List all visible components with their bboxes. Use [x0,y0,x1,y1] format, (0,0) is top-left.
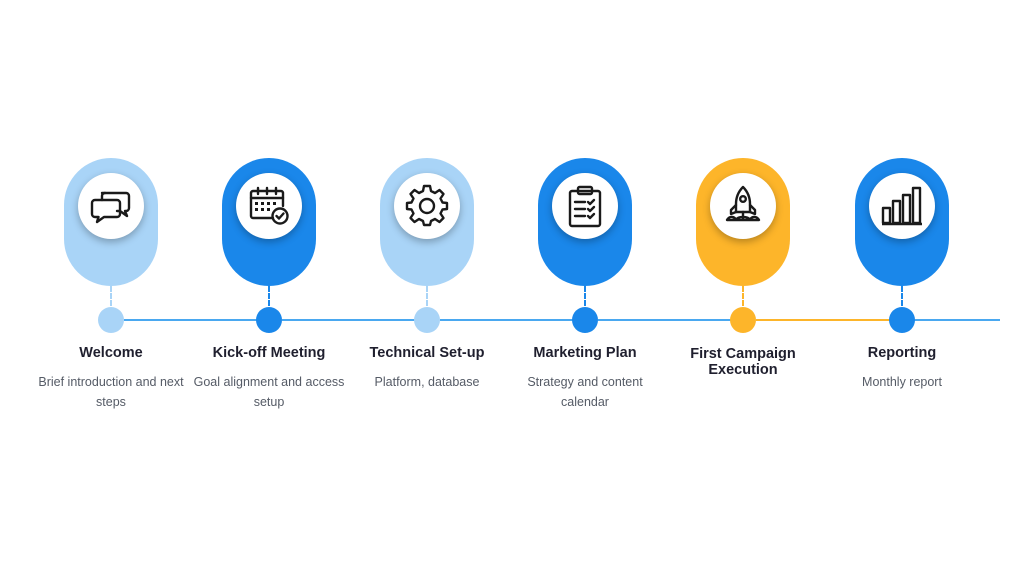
connector-line [756,319,901,321]
step-icon-badge [78,173,144,239]
step-icon-badge [552,173,618,239]
step-tick [901,286,903,306]
step-description: Strategy and content calendar [527,375,643,409]
connector-line [440,319,585,321]
step-node [256,307,282,333]
connector-line [282,319,427,321]
connector-line [598,319,743,321]
step-icon-badge [394,173,460,239]
step-description: Brief introduction and next steps [38,375,184,409]
step-title: First Campaign Execution [690,346,796,378]
step-tick [584,286,586,306]
connector-line [914,319,1000,321]
step-node [414,307,440,333]
timeline-step-technical-setup: Technical Set-up Platform, database [347,0,507,576]
calendar-check-icon [249,186,289,225]
step-title: Marketing Plan [533,345,637,361]
timeline-step-first-campaign: First Campaign Execution [663,0,823,576]
step-tick [268,286,270,306]
timeline-step-marketing-plan: Marketing Plan Strategy and content cale… [505,0,665,576]
step-icon-badge [710,173,776,239]
timeline-step-welcome: Welcome Brief introduction and next step… [31,0,191,576]
step-tick [110,286,112,306]
bar-chart-icon [881,186,922,226]
step-description: Platform, database [374,375,480,389]
rocket-icon [725,185,761,222]
connector-line [124,319,269,321]
step-title: Welcome [79,345,143,361]
chat-bubbles-icon [90,191,131,224]
step-description: Monthly report [862,375,942,389]
step-node [98,307,124,333]
step-tick [742,286,744,306]
step-title: Kick-off Meeting [212,345,326,361]
gear-icon [405,184,449,227]
clipboard-icon [568,185,602,228]
step-tick [426,286,428,306]
timeline-step-reporting: Reporting Monthly report [822,0,982,576]
step-title: Reporting [867,345,937,361]
step-node [730,307,756,333]
step-title: Technical Set-up [369,345,485,361]
step-node [889,307,915,333]
step-icon-badge [869,173,935,239]
step-icon-badge [236,173,302,239]
timeline-step-kickoff: Kick-off Meeting Goal alignment and acce… [189,0,349,576]
step-description: Goal alignment and access setup [193,375,345,409]
step-node [572,307,598,333]
